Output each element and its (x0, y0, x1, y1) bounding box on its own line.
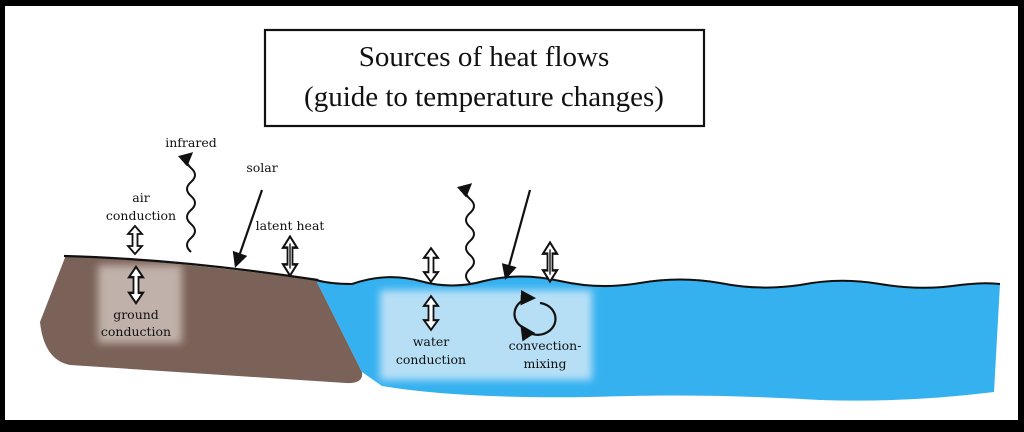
solar-arrow-water (501, 189, 532, 280)
label-solar: solar (246, 160, 277, 175)
label-ground-conduction-line2: conduction (101, 324, 171, 339)
title-line-1: Sources of heat flows (359, 41, 609, 73)
latent-heat-arrow-ground (281, 234, 299, 278)
title-box (263, 28, 706, 128)
label-convection-line2: mixing (524, 356, 567, 371)
convection-loop-icon (513, 290, 557, 342)
water-highlight (380, 290, 592, 380)
label-infrared: infrared (165, 135, 216, 150)
ground-surface-line (63, 254, 319, 282)
label-water-conduction-line1: water (413, 334, 450, 349)
water-conduction-arrow (422, 294, 440, 332)
air-conduction-arrow-water (422, 246, 440, 284)
solar-arrow-ground (232, 189, 264, 268)
label-latent-heat: latent heat (256, 218, 325, 233)
infrared-arrow-ground (177, 152, 196, 253)
water-surface-line (315, 275, 1001, 289)
infrared-arrow-water (456, 183, 475, 284)
label-water-conduction-line2: conduction (396, 352, 466, 367)
title-line-2: (guide to temperature changes) (304, 81, 664, 113)
label-air-conduction-line2: conduction (106, 208, 176, 223)
label-convection-line1: convection- (509, 338, 582, 353)
air-conduction-arrow-ground (126, 224, 144, 256)
label-air-conduction-line1: air (132, 190, 149, 205)
latent-heat-arrow-water (541, 240, 559, 284)
ground-conduction-arrow (127, 265, 145, 305)
label-ground-conduction-line1: ground (113, 307, 159, 322)
